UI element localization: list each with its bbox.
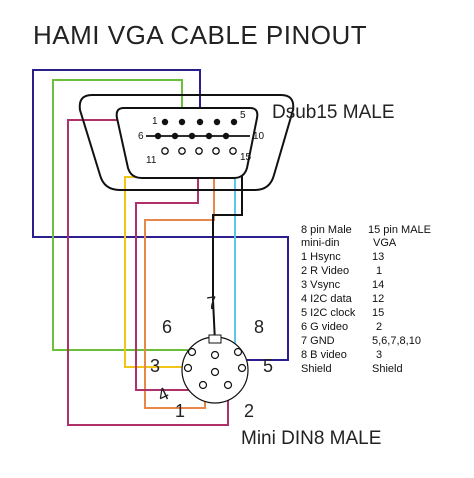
wire-blue-b-video [32,69,289,361]
wire-lightblue-i2c-clock [231,151,243,373]
diagram-title: HAMI VGA CABLE PINOUT [33,20,367,50]
dsub-label-15: 15 [240,152,252,163]
dsub-label-6: 6 [138,131,144,142]
table-row-5-vga: 15 [372,307,384,319]
din-pin-8 [233,347,243,357]
dsub-label-11: 11 [146,155,157,166]
dsub15-connector: 1 5 6 10 11 15 [78,94,295,191]
table-row-7-pin: 7 GND [301,335,335,347]
din-pin-3 [183,363,193,373]
din-pin-5 [237,363,247,373]
dsub-pin-4 [213,118,221,126]
table-subheader-col1: mini-din [301,237,340,249]
table-row-3-vga: 14 [372,279,384,291]
table-row-4-vga: 12 [372,293,384,305]
din-label-4: 4 [154,383,172,405]
din-label-8: 8 [254,317,264,337]
dsub-pin-3 [196,118,204,126]
wire-orange-hsync [144,151,215,409]
din-key [208,334,222,344]
table-subheader-col2: VGA [373,237,397,249]
table-row-5-pin: 5 I2C clock [301,307,356,319]
table-row-7-vga: 5,6,7,8,10 [372,335,421,347]
din-connector-label: Mini DIN8 MALE [241,428,381,449]
table-row-9-vga: Shield [372,363,403,375]
dsub-pin-15 [229,147,237,155]
table-row-1-vga: 13 [372,251,384,263]
dsub-pin-14 [212,147,220,155]
dsub-pin-12 [178,147,186,155]
din-pin-2 [223,380,233,390]
mini-din8-connector: 6 7 8 3 5 4 1 2 [150,292,273,421]
table-row-3-pin: 3 Vsync [301,279,341,291]
table-row-1-pin: 1 Hsync [301,251,341,263]
dsub-pin-11 [161,147,169,155]
table-header-col2: 15 pin MALE [368,224,431,236]
din-label-5: 5 [263,356,273,376]
table-row-2-vga: 1 [376,265,382,277]
din-label-6: 6 [162,317,172,337]
din-pin-1 [198,380,208,390]
din-label-1: 1 [175,401,185,421]
din-label-2: 2 [244,401,254,421]
dsub-pin-2 [178,118,186,126]
dsub-shell-inner [115,107,259,179]
din-pin-6 [187,347,197,357]
dsub-connector-label: Dsub15 MALE [272,102,395,123]
dsub-label-1: 1 [152,116,158,127]
dsub-pin-13 [195,147,203,155]
dsub-pin-1 [161,118,169,126]
dsub-label-5: 5 [240,110,246,121]
table-row-4-pin: 4 I2C data [301,293,353,305]
table-row-6-pin: 6 G video [301,321,348,333]
din-pin-7 [210,350,220,360]
table-row-9-pin: Shield [301,363,332,375]
table-row-8-vga: 3 [376,349,382,361]
dsub-label-10: 10 [253,131,265,142]
wire-yellow-vsync [124,151,188,368]
pinout-table: 8 pin Male 15 pin MALE mini-din VGA 1 Hs… [301,224,431,375]
dsub-shell-outer [78,94,295,191]
din-pin-4 [210,367,220,377]
din-label-3: 3 [150,356,160,376]
din-label-7: 7 [206,292,219,313]
table-header-col1: 8 pin Male [301,224,352,236]
table-row-8-pin: 8 B video [301,349,347,361]
table-row-2-pin: 2 R Video [301,265,349,277]
wire-black-gnd [212,130,243,343]
dsub-pin-5 [230,118,238,126]
table-row-6-vga: 2 [376,321,382,333]
